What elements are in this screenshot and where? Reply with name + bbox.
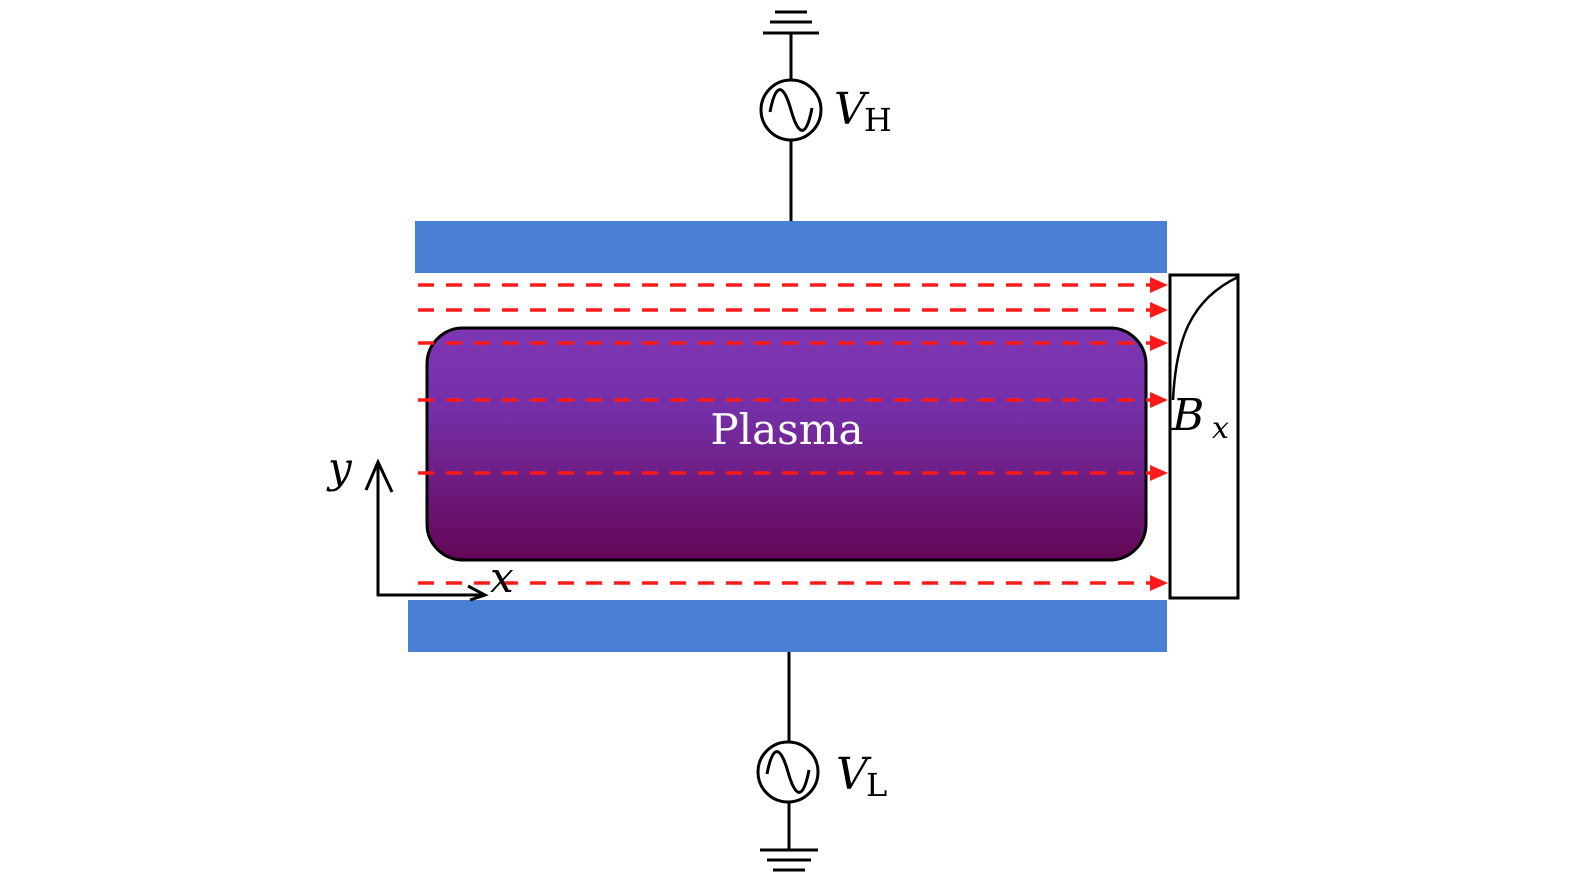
vh-label: V	[834, 84, 870, 135]
top-ground-icon	[763, 10, 819, 35]
plasma-label: Plasma	[710, 405, 863, 454]
vl-label: V	[836, 749, 872, 800]
ac-source-low-icon	[756, 740, 820, 804]
bx-subscript: x	[1212, 411, 1229, 446]
field-arrowhead-icon	[1150, 392, 1168, 408]
field-arrowhead-icon	[1150, 335, 1168, 351]
y-axis-label: y	[326, 443, 353, 492]
bottom-ground-icon	[760, 848, 818, 872]
bx-label: B	[1171, 390, 1204, 441]
vh-subscript: H	[864, 101, 892, 139]
field-arrowhead-icon	[1150, 302, 1168, 318]
x-axis-label: x	[490, 553, 514, 602]
top-electrode	[415, 221, 1167, 273]
coordinate-axes	[364, 458, 489, 602]
bx-profile-box	[1168, 273, 1240, 600]
field-arrowhead-icon	[1150, 465, 1168, 481]
field-arrowhead-icon	[1150, 575, 1168, 591]
vl-subscript: L	[866, 766, 887, 804]
bottom-electrode	[408, 600, 1167, 652]
bx-profile-curve	[1171, 275, 1239, 401]
magnetic-field-lines	[418, 277, 1168, 591]
field-arrowhead-icon	[1150, 277, 1168, 293]
ac-source-high-icon	[759, 78, 823, 142]
plasma-region	[425, 326, 1148, 562]
